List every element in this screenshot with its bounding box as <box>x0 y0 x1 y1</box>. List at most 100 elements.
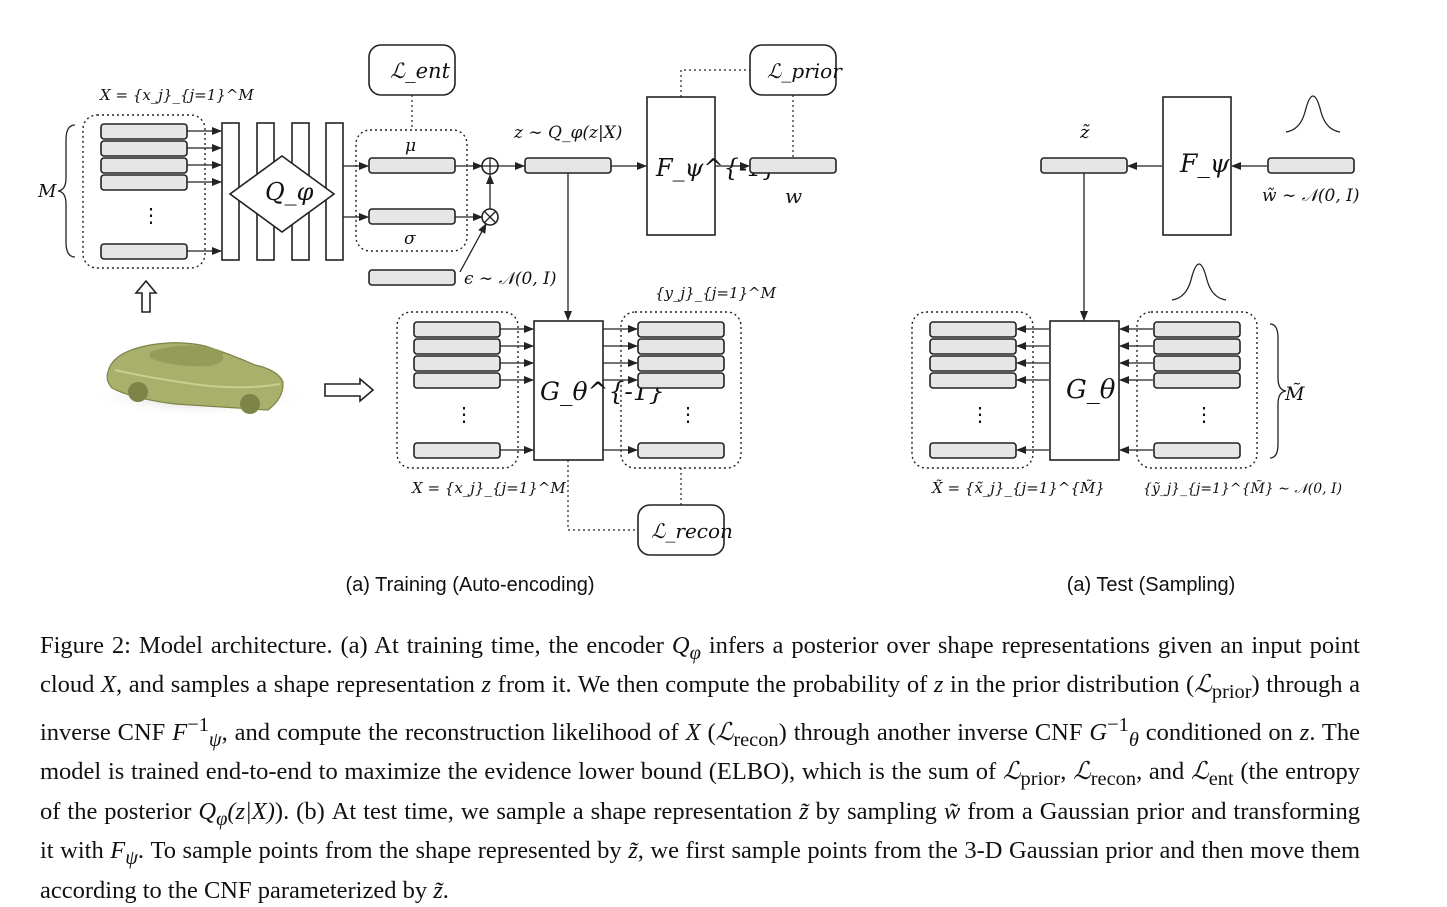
caption-text: . To sample points from the shape repres… <box>137 837 629 865</box>
caption-math: (z|X) <box>227 797 275 825</box>
posterior-params-group <box>355 129 468 252</box>
y-tilde-point-bar <box>1153 372 1241 389</box>
caption-text: Figure 2: Model architecture. (a) At tra… <box>40 632 672 659</box>
input-set-label: X = {x_j}_{j=1}^M <box>99 86 254 104</box>
caption-text: , and compute the reconstruction likelih… <box>221 718 686 746</box>
y-point-bar <box>637 372 725 389</box>
caption-text: ). (b) At test time, we sample a shape r… <box>274 797 800 825</box>
input-points-group <box>82 114 206 269</box>
brace-M-tilde <box>1269 323 1287 459</box>
caption-math: φ <box>689 641 701 664</box>
caption-math: z̃ <box>799 797 809 825</box>
caption-math: −1 <box>187 713 209 736</box>
encoder-label: Q_φ <box>265 178 314 206</box>
prior-flow <box>1162 96 1232 236</box>
caption-text: from it. We then compute the probability… <box>491 671 934 699</box>
caption-text: conditioned on <box>1138 718 1300 746</box>
sigma-label: σ <box>404 229 416 249</box>
caption-math: F <box>172 718 188 746</box>
x-tilde-point-bar <box>929 321 1017 338</box>
w-label: w <box>785 184 802 208</box>
w-bar <box>749 157 837 174</box>
caption-math: −1 <box>1107 713 1129 736</box>
caption-math: G <box>1089 718 1108 746</box>
caption-text: in the prior distribution ( <box>943 671 1195 699</box>
vdots: ⋮ <box>970 402 990 426</box>
y-tilde-point-bar <box>1153 355 1241 372</box>
input-point-bar <box>100 123 188 140</box>
input-point-bar <box>100 243 188 260</box>
caption-math: ℒ <box>1194 671 1212 699</box>
caption-math: z̃ <box>433 876 443 904</box>
y-point-bar <box>637 321 725 338</box>
vdots: ⋮ <box>678 402 698 426</box>
architecture-diagram: X = {x_j}_{j=1}^M M ⋮ Q_φ μ σ ℒ_ent ϵ ∼ … <box>37 44 1360 596</box>
caption-math: X <box>685 718 701 746</box>
caption-text: . <box>442 876 449 904</box>
caption-math: φ <box>216 807 228 830</box>
epsilon-bar <box>368 269 456 286</box>
y-tilde-set-label: {ỹ_j}_{j=1}^{M̃} ∼ 𝒩(0, I) <box>1143 479 1342 497</box>
w-tilde-bar <box>1267 157 1355 174</box>
hollow-up-arrow <box>134 279 158 313</box>
car-point-cloud-image <box>90 342 310 417</box>
caption-text: ( <box>700 718 716 746</box>
x-point-bar <box>413 321 501 338</box>
caption-math: prior <box>1020 768 1061 791</box>
caption-math: Q <box>198 797 217 825</box>
loss-ent-label: ℒ_ent <box>390 59 451 83</box>
brace-M-tilde-label: M̃ <box>1284 383 1305 405</box>
caption-math: z <box>933 671 944 699</box>
caption-text: , and samples a shape representation <box>116 671 482 699</box>
x-tilde-point-bar <box>929 372 1017 389</box>
caption-math: ℒ <box>715 718 734 746</box>
caption-math: ψ <box>125 847 138 869</box>
x-tilde-set-label: X̃ = {x̃_j}_{j=1}^{M̃} <box>931 479 1105 497</box>
y-tilde-point-bar <box>1153 442 1241 459</box>
epsilon-label: ϵ ∼ 𝒩(0, I) <box>464 269 556 289</box>
x-set-bottom-label: X = {x_j}_{j=1}^M <box>411 479 566 497</box>
caption-math: recon <box>733 728 779 751</box>
caption-math: z <box>1299 718 1310 746</box>
caption-math: ℒ <box>1191 758 1209 786</box>
caption-math: Q <box>671 632 690 659</box>
mu-bar <box>368 157 456 174</box>
caption-math: z̃ <box>628 837 638 865</box>
vdots: ⋮ <box>454 402 474 426</box>
encoder-diamond <box>228 155 336 233</box>
training-label: (a) Training (Auto-encoding) <box>345 574 594 596</box>
brace-M <box>57 124 76 258</box>
hollow-right-arrow <box>324 377 375 403</box>
gaussian-curve-bottom <box>1171 263 1227 301</box>
caption-text: . The model is trained end-to-end to max… <box>40 718 1360 786</box>
caption-math: X <box>101 671 117 699</box>
x-point-bar <box>413 372 501 389</box>
caption-math: z <box>481 671 492 699</box>
input-point-bar <box>100 140 188 157</box>
w-tilde-label: w̃ ∼ 𝒩(0, I) <box>1262 186 1360 206</box>
sigma-bar <box>368 208 456 225</box>
caption-math: ℒ <box>1002 758 1021 786</box>
point-flow-label: G_θ <box>1066 375 1116 405</box>
figure-caption: Figure 2: Model architecture. (a) At tra… <box>40 630 1360 907</box>
y-set-label: {y_j}_{j=1}^M <box>655 284 777 302</box>
caption-text: ) through another inverse CNF <box>778 718 1090 746</box>
caption-math: ent <box>1208 768 1234 791</box>
z-bar <box>524 157 612 174</box>
z-sample-label: z ∼ Q_φ(z|X) <box>513 123 622 143</box>
caption-text: by sampling <box>808 797 944 825</box>
caption-math: ℒ <box>1073 758 1091 786</box>
x-point-bar <box>413 338 501 355</box>
reconstruction-input-group <box>396 311 519 469</box>
caption-math: w̃ <box>943 797 961 825</box>
test-label: (a) Test (Sampling) <box>1067 574 1236 596</box>
input-point-bar <box>100 174 188 191</box>
loss-prior-label: ℒ_prior <box>767 59 843 83</box>
caption-text: infers a posterior over shape representa… <box>40 632 1360 699</box>
y-point-bar <box>637 355 725 372</box>
caption-math: F <box>110 837 126 865</box>
mu-label: μ <box>405 136 416 156</box>
z-tilde-bar <box>1040 157 1128 174</box>
gaussian-curve-top <box>1285 95 1341 133</box>
x-point-bar <box>413 442 501 459</box>
